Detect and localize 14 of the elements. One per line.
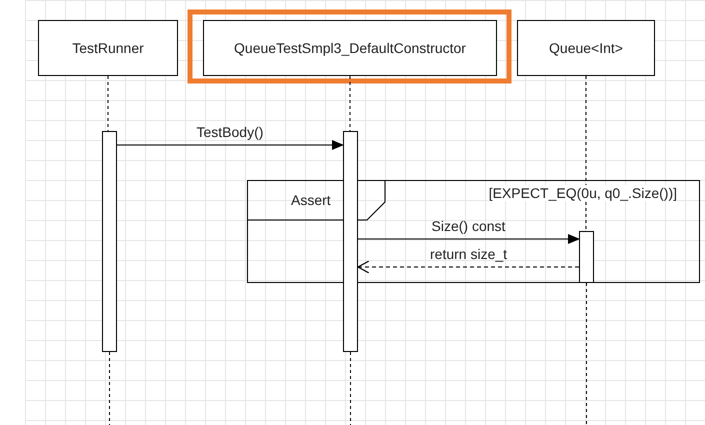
activation-bar — [102, 131, 117, 352]
lifeline-header: Queue<Int> — [517, 20, 655, 76]
lifeline-header: QueueTestSmpl3_DefaultConstructor — [203, 20, 497, 76]
fragment-operator: Assert — [291, 192, 331, 208]
message-arrow — [116, 140, 344, 150]
lifeline-header: TestRunner — [38, 20, 178, 76]
return-arrow — [357, 260, 580, 274]
message-label: return size_t — [430, 246, 508, 262]
activation-bar — [343, 131, 358, 352]
activation-bar — [579, 231, 594, 283]
guard-condition: [EXPECT_EQ(0u, q0_.Size())] — [488, 185, 677, 201]
message-label: Size() const — [432, 218, 506, 234]
message-label: TestBody() — [196, 124, 264, 140]
message-arrow — [358, 234, 580, 244]
